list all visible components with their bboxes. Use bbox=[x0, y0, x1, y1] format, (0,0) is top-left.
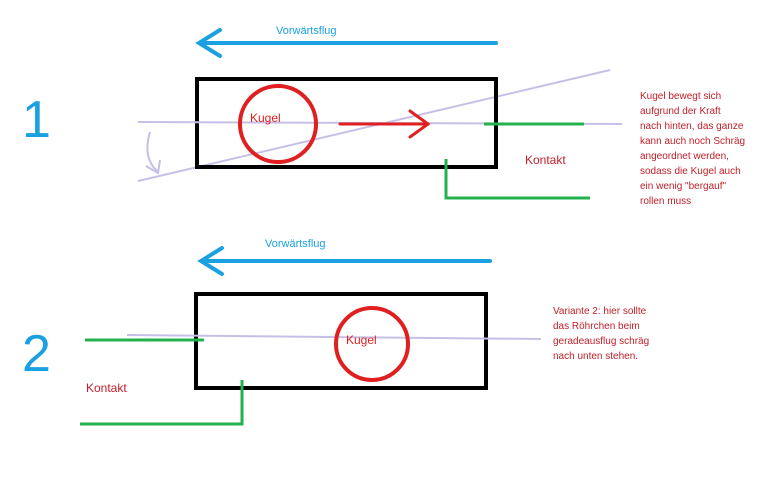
note-1-line: rollen muss bbox=[640, 196, 691, 207]
note-1: Kugel bewegt sich aufgrund der Kraft nac… bbox=[640, 91, 748, 207]
variant-1: 1 Vorwärtsflug Kugel Kontakt bbox=[22, 25, 748, 207]
note-1-line: angeordnet werden, bbox=[640, 151, 729, 162]
forward-arrow-2 bbox=[197, 246, 492, 276]
rotation-arrow bbox=[145, 131, 161, 175]
note-2-line: das Röhrchen beim bbox=[553, 321, 640, 332]
note-1-line: sodass die Kugel auch bbox=[640, 166, 741, 177]
ball-2 bbox=[334, 306, 410, 382]
variant-1-number: 1 bbox=[22, 91, 51, 149]
note-2-line: nach unten stehen. bbox=[553, 351, 638, 362]
forward-label-2: Vorwärtsflug bbox=[265, 238, 326, 250]
ball-label-1: Kugel bbox=[250, 111, 281, 125]
forward-arrow-1 bbox=[195, 28, 498, 58]
contact-wire-1 bbox=[444, 159, 590, 200]
note-2-line: geradeausflug schräg bbox=[553, 336, 649, 347]
note-2-line: Variante 2: hier sollte bbox=[553, 306, 647, 317]
note-1-line: nach hinten, das ganze bbox=[640, 121, 744, 132]
note-1-line: Kugel bewegt sich bbox=[640, 91, 721, 102]
ball-motion-arrow bbox=[338, 109, 431, 139]
tube-line-2 bbox=[126, 334, 542, 340]
contact-label-1: Kontakt bbox=[525, 153, 566, 167]
variant-2: 2 Vorwärtsflug Kugel Kontakt Variante 2:… bbox=[22, 238, 652, 426]
variant-2-number: 2 bbox=[22, 325, 51, 383]
contact-label-2: Kontakt bbox=[86, 381, 127, 395]
note-1-line: kann auch noch Schräg bbox=[640, 136, 745, 147]
ball-label-2: Kugel bbox=[346, 333, 377, 347]
housing-box-2 bbox=[194, 292, 488, 390]
note-1-line: aufgrund der Kraft bbox=[640, 106, 721, 117]
contact-wire-2 bbox=[80, 380, 244, 426]
forward-label-1: Vorwärtsflug bbox=[276, 25, 337, 37]
note-2: Variante 2: hier sollte das Röhrchen bei… bbox=[553, 306, 652, 362]
ball-1 bbox=[238, 84, 318, 164]
note-1-line: ein wenig "bergauf" bbox=[640, 181, 726, 192]
